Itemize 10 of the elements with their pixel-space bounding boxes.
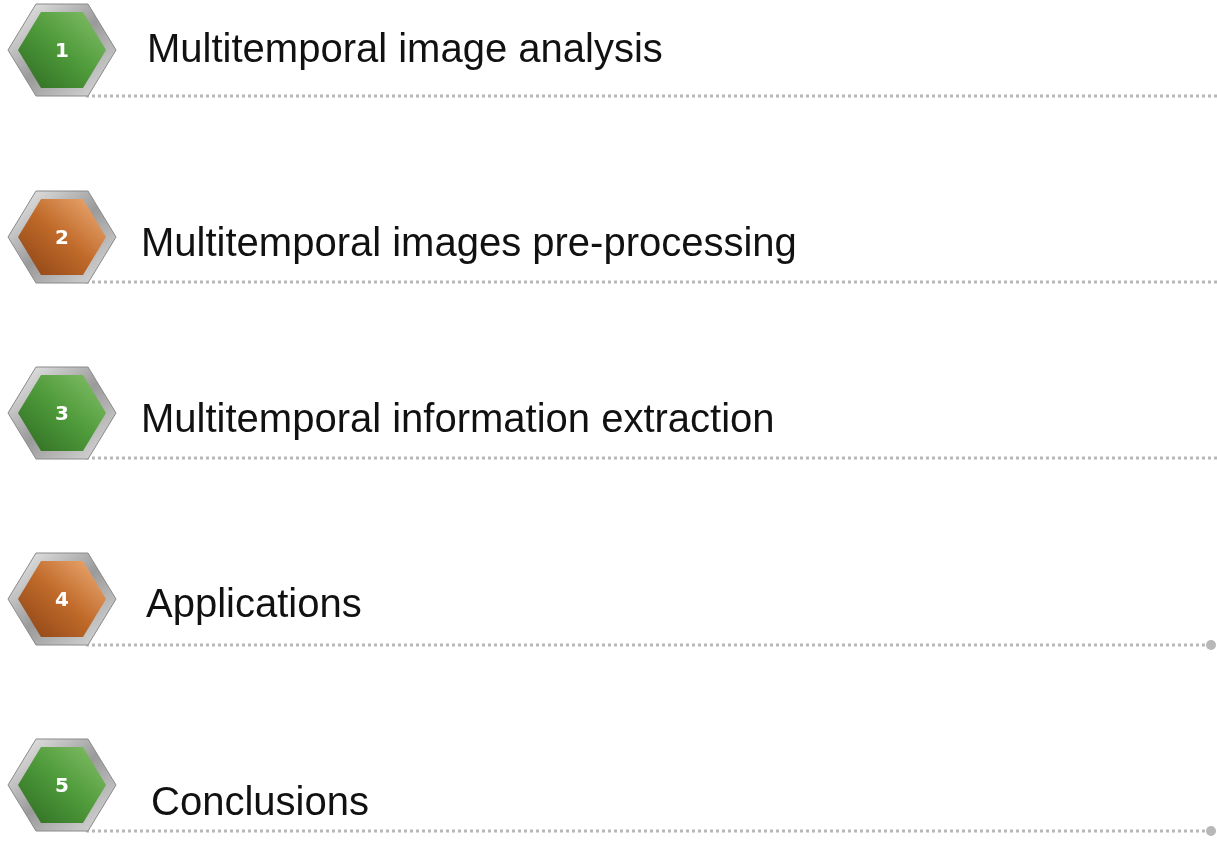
agenda-title: Multitemporal information extraction [141, 395, 775, 441]
hexagon-badge: 2 [6, 189, 118, 285]
hexagon-badge: 5 [6, 737, 118, 833]
hexagon-badge: 3 [6, 365, 118, 461]
hexagon-badge: 4 [6, 551, 118, 647]
agenda-title: Applications [146, 580, 362, 626]
agenda-title: Multitemporal images pre-processing [141, 219, 797, 265]
agenda-title: Conclusions [151, 778, 369, 824]
hexagon-badge: 1 [6, 2, 118, 98]
agenda-title: Multitemporal image analysis [147, 25, 663, 71]
